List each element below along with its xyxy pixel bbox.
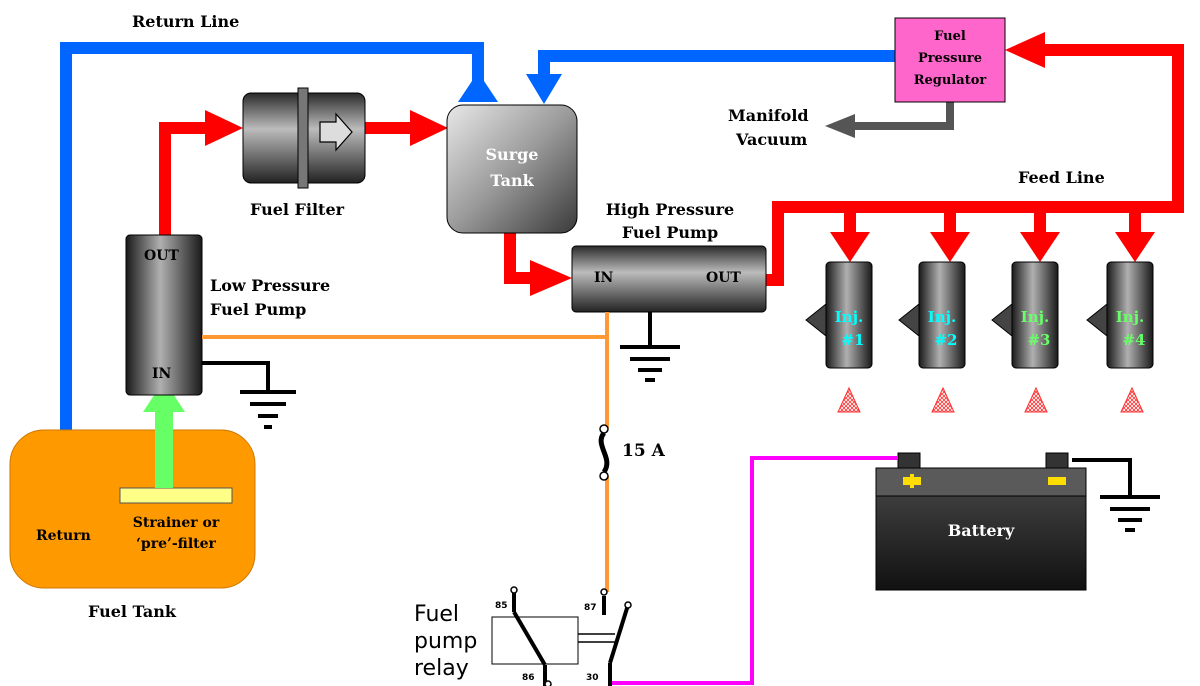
- fuel-pressure-regulator: [894, 17, 1006, 103]
- relay-label-3: relay: [414, 656, 469, 681]
- injector-2: [898, 261, 966, 413]
- relay-pin-30: 30: [586, 673, 599, 683]
- surge-tank: [446, 104, 578, 234]
- relay-pin-86: 86: [522, 673, 535, 683]
- surge-tank-label-1: Surge: [486, 145, 539, 164]
- feed-line: [159, 32, 1184, 296]
- lp-pump-label-1: Low Pressure: [210, 276, 330, 295]
- injector-4: [1086, 261, 1154, 413]
- surge-tank-label-2: Tank: [490, 171, 534, 190]
- lp-pump-out: OUT: [144, 248, 179, 264]
- hp-pump-label-1: High Pressure: [606, 200, 734, 219]
- hp-pump-in: IN: [594, 270, 614, 286]
- manifold-label-1: Manifold: [728, 106, 809, 125]
- injector-3-label-2: #3: [1027, 331, 1050, 349]
- fuel-tank-label: Fuel Tank: [88, 602, 177, 621]
- regulator-label-2: Pressure: [918, 51, 982, 66]
- suction-arrow: [143, 380, 185, 488]
- injector-2-label-1: Inj.: [928, 308, 957, 326]
- hp-pump-label-2: Fuel Pump: [622, 223, 718, 242]
- ground-battery: [1072, 458, 1160, 532]
- relay-label-2: pump: [414, 629, 477, 654]
- ground-high-pressure-pump: [620, 312, 680, 382]
- fuel-pump-relay: [491, 586, 632, 686]
- fuse: [598, 424, 610, 481]
- negative-terminal-icon: [1048, 477, 1066, 485]
- fuel-filter-label: Fuel Filter: [250, 200, 345, 219]
- relay-pin-85: 85: [495, 601, 508, 611]
- battery-label: Battery: [948, 521, 1015, 540]
- regulator-label-3: Regulator: [914, 73, 987, 88]
- high-pressure-pump: [571, 245, 767, 313]
- injector-4-label-1: Inj.: [1116, 308, 1145, 326]
- injector-3: [991, 261, 1059, 413]
- tank-return-label: Return: [36, 528, 91, 544]
- lp-pump-in: IN: [152, 366, 172, 382]
- injector-4-label-2: #4: [1122, 331, 1145, 349]
- manifold-label-2: Vacuum: [735, 130, 807, 149]
- low-pressure-pump: [125, 234, 203, 396]
- strainer-label-1: Strainer or: [133, 515, 220, 531]
- fuse-label: 15 A: [622, 441, 666, 461]
- relay-label-1: Fuel: [414, 602, 459, 627]
- flow-direction-icon: [319, 112, 353, 152]
- battery: [875, 452, 1087, 591]
- relay-pin-87: 87: [584, 603, 597, 613]
- strainer-label-2: ‘pre’-filter: [136, 536, 217, 552]
- pump-power-wiring: [202, 312, 609, 592]
- injector-1-label-1: Inj.: [835, 308, 864, 326]
- injector-1-label-2: #1: [841, 331, 864, 349]
- fuel-filter: [242, 87, 366, 189]
- lp-pump-label-2: Fuel Pump: [210, 300, 306, 319]
- battery-wire: [610, 456, 898, 685]
- regulator-label-1: Fuel: [934, 29, 966, 44]
- return-line-label: Return Line: [132, 12, 239, 31]
- fuel-tank: [9, 429, 256, 589]
- injector-1: [805, 261, 873, 413]
- injector-2-label-2: #2: [934, 331, 957, 349]
- feed-line-label: Feed Line: [1018, 168, 1105, 187]
- strainer-plate: [119, 487, 233, 504]
- vacuum-line: [825, 102, 954, 138]
- hp-pump-out: OUT: [706, 270, 741, 286]
- injector-3-label-1: Inj.: [1021, 308, 1050, 326]
- ground-low-pressure-pump: [202, 361, 296, 429]
